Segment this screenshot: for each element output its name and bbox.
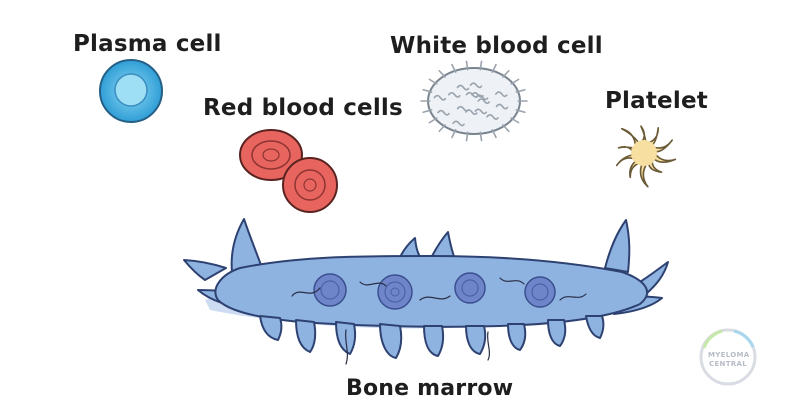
- label-bone-marrow: Bone marrow: [346, 376, 514, 401]
- white-blood-cell-illustration: [420, 60, 528, 142]
- bone-marrow-nuclei: [313, 272, 556, 310]
- label-white-blood-cell: White blood cell: [390, 33, 603, 59]
- logo-text-line2: CENTRAL: [709, 360, 747, 368]
- myeloma-central-logo: [699, 328, 757, 386]
- plasma-cell-illustration: [99, 59, 163, 123]
- red-blood-cell-small: [282, 157, 338, 213]
- logo-text-line1: MYELOMA: [708, 351, 750, 359]
- red-blood-cell-large: [239, 129, 303, 181]
- platelet-illustration: [615, 125, 677, 188]
- red-blood-cells-illustration: [239, 129, 338, 213]
- label-plasma-cell: Plasma cell: [73, 31, 222, 57]
- label-red-blood-cells: Red blood cells: [203, 95, 403, 121]
- bone-marrow-illustration: [183, 218, 669, 365]
- label-platelet: Platelet: [605, 88, 708, 114]
